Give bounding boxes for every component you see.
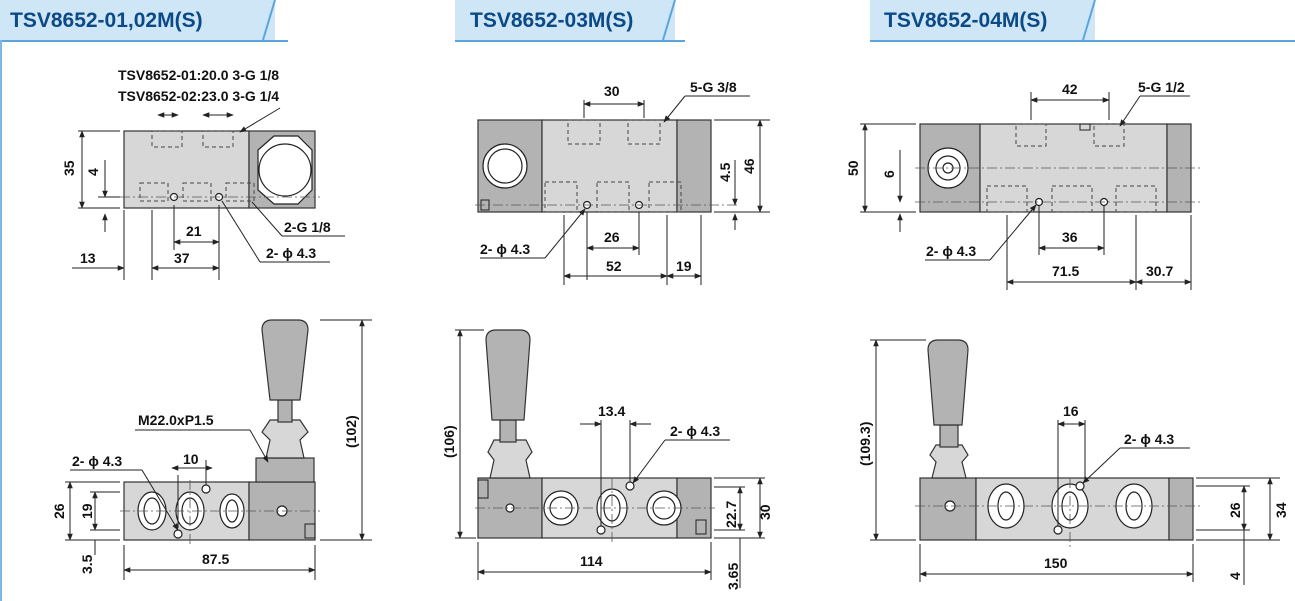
model3-dim-42: 42 <box>1062 81 1078 97</box>
model3-dim-50: 50 <box>845 160 861 176</box>
model3-port-label: 5-G 1/2 <box>1138 79 1185 95</box>
model3-dim-30-7: 30.7 <box>1146 263 1173 279</box>
model2-front-view <box>455 329 765 588</box>
model2-dim-30b: 30 <box>757 504 773 520</box>
section-underline-2 <box>455 40 685 42</box>
model3-dim-109-3: (109.3) <box>857 422 873 466</box>
model2-dim-4-5: 4.5 <box>717 162 733 182</box>
model2-dim-26: 26 <box>604 229 620 245</box>
model2-dim-3-65: 3.65 <box>725 563 741 590</box>
model1-port-label: 2-G 1/8 <box>284 219 331 235</box>
left-frame-line <box>0 40 2 601</box>
model2-front-hole-label: 2- ϕ 4.3 <box>670 423 720 439</box>
model2-dim-13-4: 13.4 <box>598 403 625 419</box>
section-tab-3 <box>870 0 1095 41</box>
model3-dim-71-5: 71.5 <box>1052 263 1079 279</box>
model2-port-label: 5-G 3/8 <box>690 79 737 95</box>
model2-dim-52: 52 <box>606 258 622 274</box>
tab-edge-2 <box>662 0 676 41</box>
model3-top-hole-label: 2- ϕ 4.3 <box>926 243 976 259</box>
model1-front-hole-label: 2- ϕ 4.3 <box>72 453 122 469</box>
model1-note-line1: TSV8652-01:20.0 3-G 1/8 <box>118 67 279 83</box>
model3-top-view <box>860 92 1200 290</box>
model1-dim-13: 13 <box>80 250 96 266</box>
model2-dim-19: 19 <box>676 258 692 274</box>
model1-dim-10: 10 <box>183 451 199 467</box>
model3-front-hole-label: 2- ϕ 4.3 <box>1124 431 1174 447</box>
model1-dim-35: 35 <box>61 160 77 176</box>
model2-dim-30: 30 <box>604 83 620 99</box>
model1-top-view <box>72 107 345 280</box>
model1-dim-4: 4 <box>85 168 101 176</box>
model2-top-hole-label: 2- ϕ 4.3 <box>480 241 530 257</box>
model1-dim-37: 37 <box>174 250 190 266</box>
tab-edge-3 <box>1082 0 1096 41</box>
model3-dim-36: 36 <box>1062 229 1078 245</box>
model1-dim-87-5: 87.5 <box>202 551 229 567</box>
model2-dim-114: 114 <box>580 553 603 569</box>
model1-dim-21: 21 <box>186 223 202 239</box>
section-title-2: TSV8652-03M(S) <box>470 9 634 32</box>
model1-dim-3-5: 3.5 <box>79 554 95 574</box>
model3-dim-16: 16 <box>1063 403 1079 419</box>
model1-note-line2: TSV8652-02:23.0 3-G 1/4 <box>118 88 279 104</box>
model2-dim-22-7: 22.7 <box>723 501 739 528</box>
model3-front-view <box>870 339 1280 585</box>
model3-dim-26: 26 <box>1227 502 1243 518</box>
model1-dim-102: (102) <box>343 415 359 448</box>
section-tab-2 <box>455 0 675 41</box>
section-underline-1 <box>0 40 288 42</box>
model3-dim-34: 34 <box>1273 502 1289 518</box>
section-title-3: TSV8652-04M(S) <box>884 9 1048 32</box>
model2-dim-106: (106) <box>441 425 457 458</box>
model1-front-view <box>65 319 372 580</box>
section-tab-1 <box>0 0 275 41</box>
section-underline-3 <box>870 40 1295 42</box>
model1-top-hole-label: 2- ϕ 4.3 <box>266 245 316 261</box>
model2-dim-46: 46 <box>741 158 757 174</box>
tab-edge-1 <box>262 0 276 41</box>
model3-dim-6: 6 <box>881 170 897 178</box>
model3-dim-150: 150 <box>1044 555 1068 571</box>
model3-dim-4: 4 <box>1227 572 1243 580</box>
model1-dim-19: 19 <box>79 503 95 519</box>
model1-thread-label: M22.0xP1.5 <box>138 412 214 428</box>
section-title-1: TSV8652-01,02M(S) <box>10 9 203 32</box>
model2-top-view <box>475 95 770 285</box>
model1-dim-26: 26 <box>51 503 67 519</box>
